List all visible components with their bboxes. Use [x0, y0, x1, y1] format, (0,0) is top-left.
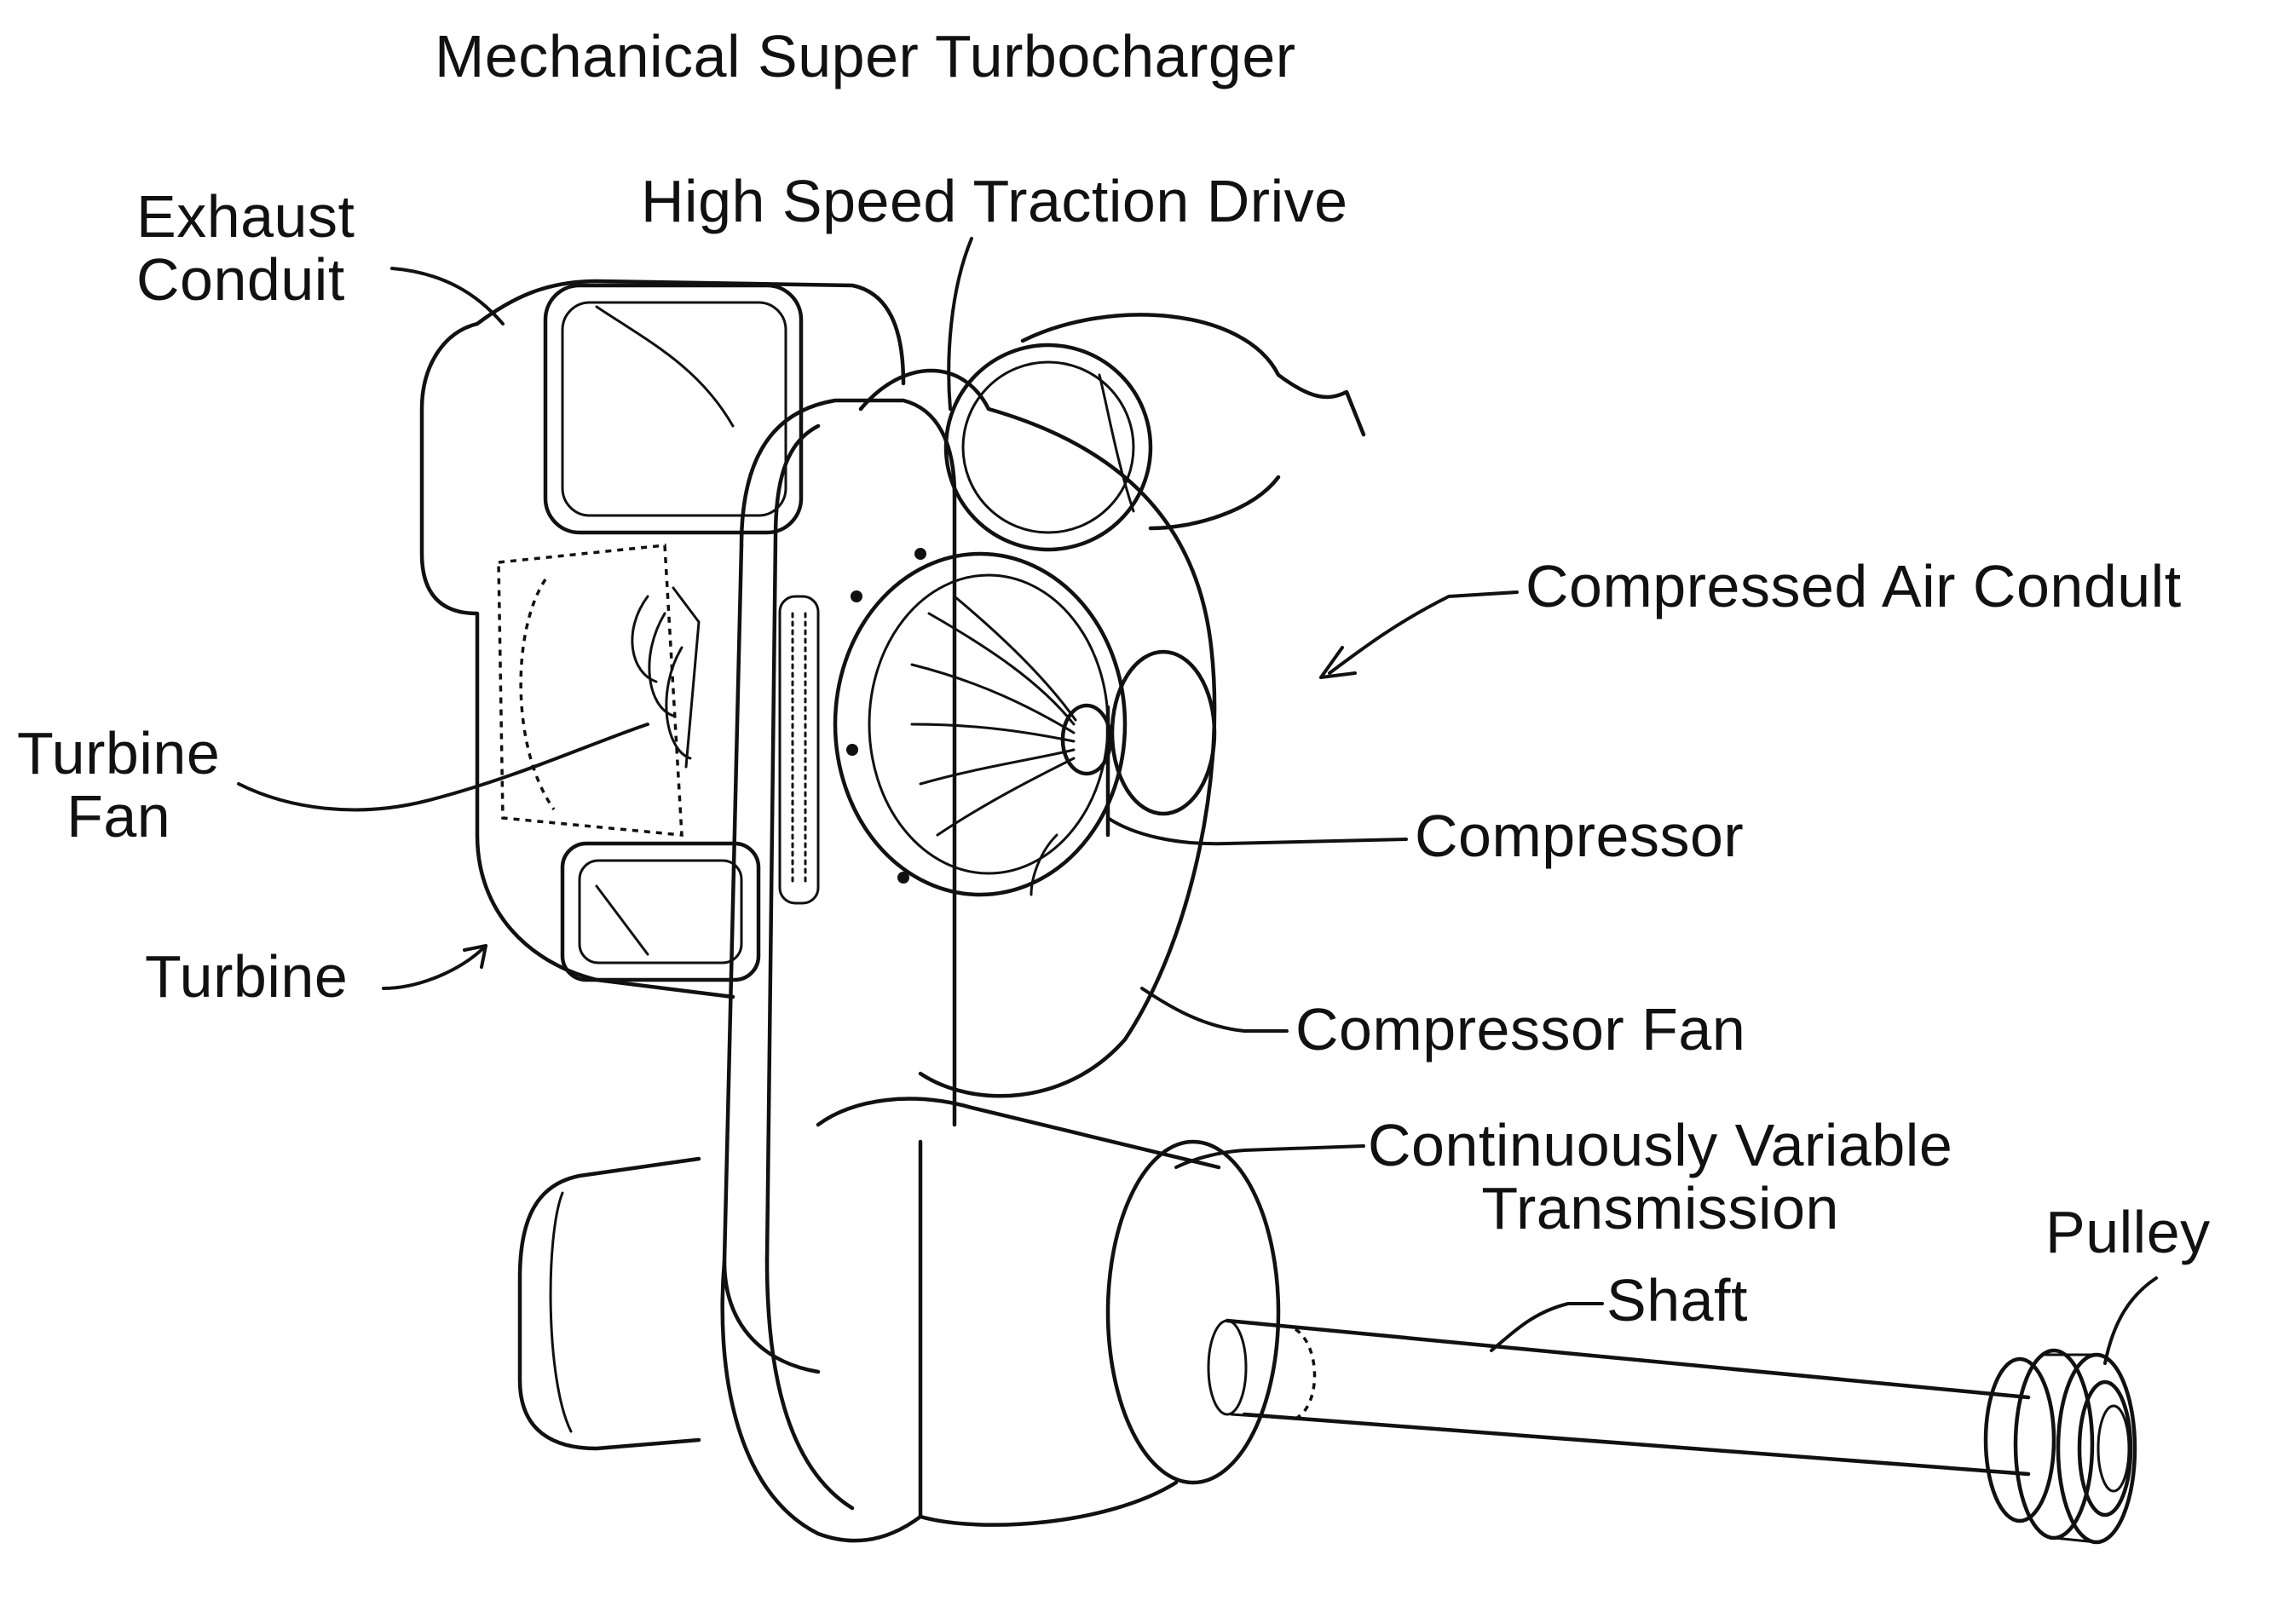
shaft: [1207, 1318, 2031, 1477]
label-high-speed-traction-drive: High Speed Traction Drive: [641, 168, 1348, 234]
label-turbine-fan-line2: Fan: [66, 782, 171, 849]
label-compressor-fan: Compressor Fan: [1295, 996, 1746, 1063]
label-shaft: Shaft: [1606, 1267, 1748, 1333]
pulley: [1983, 1348, 2137, 1545]
leader-lines: [237, 237, 2158, 1365]
label-pulley: Pulley: [2045, 1199, 2211, 1265]
cvt-body: [517, 1097, 1281, 1543]
turbine-housing: [419, 279, 906, 999]
turbine-fan-blades: [631, 586, 701, 769]
label-compressed-air-conduit: Compressed Air Condult: [1526, 553, 2182, 619]
label-exhaust-conduit-line2: Conduit: [136, 245, 345, 313]
label-exhaust-conduit-line1: Exhaust: [136, 183, 355, 250]
compressor-housing: [858, 313, 1366, 1098]
label-cvt-line1: Continuously Variable: [1368, 1112, 1953, 1178]
diagram-title: Mechanical Super Turbocharger: [435, 23, 1296, 89]
label-cvt-line2: Transmission: [1481, 1174, 1839, 1241]
label-turbine-fan-line1: Turbine: [17, 720, 221, 786]
label-exhaust-conduit: Exhaust Conduit: [136, 183, 355, 313]
label-turbine-fan: Turbine Fan: [17, 720, 221, 849]
label-compressor: Compressor: [1415, 803, 1745, 869]
compressor-wheel: [833, 548, 1217, 897]
label-cvt: Continuously Variable Transmission: [1368, 1114, 1952, 1240]
label-turbine: Turbine: [145, 943, 349, 1010]
